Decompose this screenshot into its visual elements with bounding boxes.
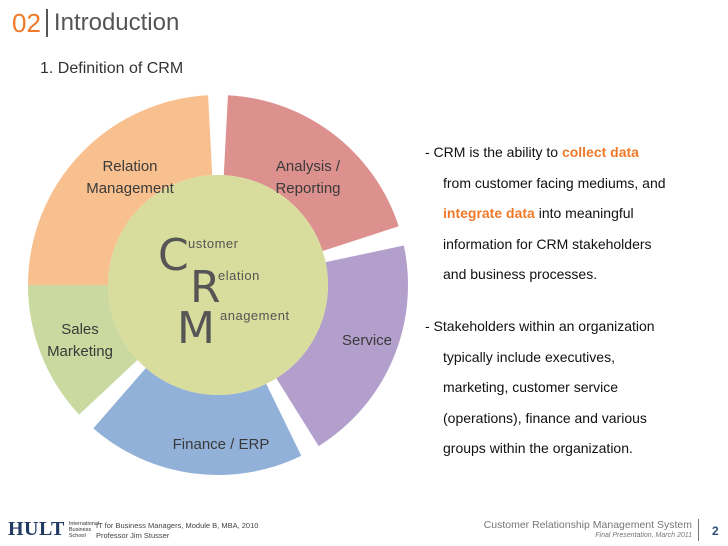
crm-letter-m: M bbox=[177, 303, 215, 354]
segment-label-service: Service bbox=[342, 332, 392, 349]
segment-label-sales-line2: Marketing bbox=[47, 343, 113, 360]
logo-sub-line: School bbox=[68, 532, 86, 539]
segment-label-relation-line2: Management bbox=[86, 180, 174, 197]
segment-relation-management bbox=[28, 95, 213, 285]
highlight-collect-data: collect data bbox=[561, 144, 639, 160]
page-number: 2 bbox=[712, 524, 719, 538]
course-info: IT for Business Managers, Module B, MBA,… bbox=[96, 521, 258, 541]
presentation-date: Final Presentation, March 2011 bbox=[595, 532, 692, 539]
footer-divider bbox=[698, 519, 699, 541]
stakeholders-line-1: - Stakeholders within an organization bbox=[425, 318, 655, 334]
section-number: 02 bbox=[12, 8, 41, 38]
stakeholders-line-4: (operations), finance and various bbox=[443, 409, 647, 426]
segment-label-analysis-line2: Reporting bbox=[275, 180, 340, 197]
segment-sales-marketing bbox=[28, 285, 138, 415]
definition-paragraph: - CRM is the ability to collect data fro… bbox=[425, 137, 666, 290]
hult-logo-wordmark: HULT bbox=[8, 518, 65, 540]
highlight-integrate-data: integrate data bbox=[443, 205, 535, 221]
crm-letter-r: R bbox=[190, 262, 221, 313]
definition-line-4: information for CRM stakeholders bbox=[443, 235, 652, 252]
crm-center-circle bbox=[108, 175, 328, 395]
segment-label-sales-line1: Sales bbox=[61, 321, 99, 338]
stakeholders-line-3: marketing, customer service bbox=[443, 379, 619, 395]
hult-logo: HULT International Business School bbox=[8, 518, 99, 541]
presentation-info: Customer Relationship Management System … bbox=[484, 519, 692, 539]
definition-line-2: from customer facing mediums, and bbox=[443, 174, 666, 191]
definition-text: - CRM is the ability to bbox=[425, 144, 562, 160]
definition-line-3: integrate data into meaningful bbox=[425, 198, 666, 229]
definition-line-5: and business processes. bbox=[443, 266, 598, 282]
crm-word-customer: ustomer bbox=[188, 236, 239, 251]
segment-label-relation-line1: Relation bbox=[102, 158, 157, 175]
presentation-title: Customer Relationship Management System bbox=[483, 519, 692, 531]
segment-finance-erp bbox=[93, 368, 302, 475]
stakeholders-line-2: typically include executives, bbox=[443, 348, 615, 365]
course-line-1: IT for Business Managers, Module B, MBA,… bbox=[96, 521, 259, 530]
course-line-2: Professor Jim Stusser bbox=[96, 531, 170, 540]
segment-label-finance: Finance / ERP bbox=[173, 436, 270, 453]
segment-label-analysis-line1: Analysis / bbox=[276, 158, 341, 175]
crm-letter-c: C bbox=[158, 230, 189, 281]
crm-word-relation: elation bbox=[218, 268, 260, 283]
slide-subtitle: 1. Definition of CRM bbox=[40, 60, 184, 77]
definition-line-1: - CRM is the ability to collect data bbox=[425, 137, 666, 168]
stakeholders-paragraph: - Stakeholders within an organization ty… bbox=[425, 311, 655, 464]
stakeholders-line-5: groups within the organization. bbox=[443, 440, 633, 456]
section-divider bbox=[45, 9, 48, 37]
segment-analysis-reporting bbox=[223, 95, 399, 252]
definition-text: into meaningful bbox=[534, 205, 634, 221]
hult-logo-subtext: International Business School bbox=[69, 521, 99, 539]
section-header: 02 Introduction bbox=[12, 6, 179, 40]
segment-service bbox=[276, 245, 409, 447]
section-title: Introduction bbox=[53, 9, 180, 36]
logo-sub-line: Business bbox=[68, 526, 92, 533]
crm-word-management: anagement bbox=[220, 308, 290, 323]
logo-sub-line: International bbox=[68, 520, 100, 527]
